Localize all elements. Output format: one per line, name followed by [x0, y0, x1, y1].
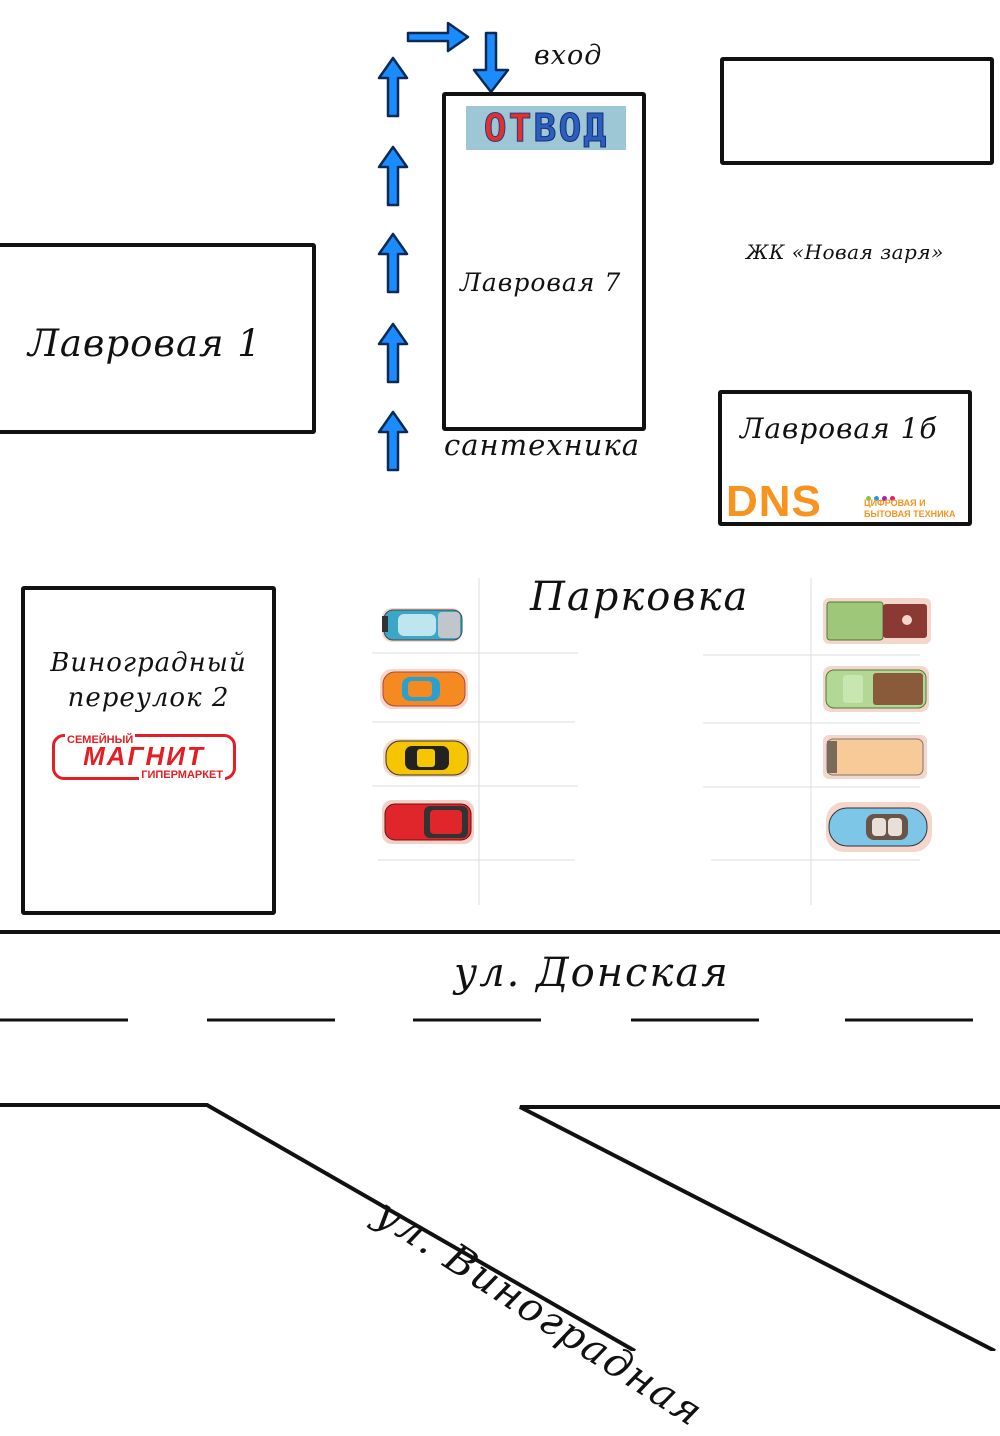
- magnit-logo-bottom: ГИПЕРМАРКЕТ: [139, 769, 225, 781]
- parked-cars-right: [823, 598, 932, 852]
- beige-van-icon: [823, 735, 927, 779]
- blue-car-icon: [382, 608, 463, 642]
- route-arrow-right-icon: [406, 21, 470, 53]
- magnit-logo-word: МАГНИТ: [83, 741, 205, 771]
- otvod-sign: ОТВОД: [466, 106, 626, 150]
- dns-tagline-line1: ЦИФРОВАЯ И: [864, 498, 926, 508]
- building-novaya-zarya: [720, 57, 994, 165]
- vinogradny-2-label-line1: Виноградный: [50, 648, 247, 678]
- blue-convertible-icon: [826, 802, 932, 852]
- route-arrow-up-icon: [377, 232, 409, 294]
- route-arrows: [377, 21, 510, 472]
- dns-dots-icon: [866, 486, 898, 505]
- street-lines: [0, 930, 1000, 1351]
- route-arrow-up-icon: [377, 410, 409, 472]
- route-arrow-up-icon: [377, 56, 409, 118]
- building-lavrovaya-1: [0, 243, 316, 434]
- novaya-zarya-label: ЖК «Новая заря»: [746, 240, 944, 264]
- parking-grid: [372, 578, 920, 905]
- orange-car-icon: [380, 669, 468, 709]
- parking-label: Парковка: [530, 574, 750, 620]
- route-arrow-up-icon: [377, 145, 409, 207]
- red-car-icon: [382, 800, 474, 844]
- map-graphics: [0, 21, 1000, 1351]
- street-donskaya-label: ул. Донская: [454, 950, 730, 996]
- lavrovaya-7-label: Лавровая 7: [460, 268, 622, 297]
- yellow-car-icon: [383, 739, 471, 777]
- otvod-sign-text: ОТВОД: [483, 106, 609, 150]
- lavrovaya-1-label: Лавровая 1: [28, 322, 262, 365]
- entrance-label: вход: [534, 40, 603, 71]
- dns-tagline: ЦИФРОВАЯ И БЫТОВАЯ ТЕХНИКА: [864, 498, 956, 520]
- dns-tagline-line2: БЫТОВАЯ ТЕХНИКА: [864, 509, 956, 519]
- dns-logo: DNS: [726, 477, 822, 526]
- route-arrow-up-icon: [377, 322, 409, 384]
- magnit-logo: СЕМЕЙНЫЙ МАГНИТ ГИПЕРМАРКЕТ: [52, 734, 236, 781]
- magnit-logo-top: СЕМЕЙНЫЙ: [65, 734, 136, 746]
- plumbing-caption: сантехника: [444, 428, 641, 462]
- building-lavrovaya-1b: [718, 390, 972, 526]
- green-truck-icon: [823, 598, 931, 644]
- vinogradny-2-label-line2: переулок 2: [67, 683, 230, 713]
- green-pickup-icon: [823, 666, 929, 712]
- parked-cars-left: [380, 608, 474, 844]
- route-arrow-down-icon: [472, 31, 510, 94]
- lavrovaya-1b-label: Лавровая 1б: [740, 412, 938, 445]
